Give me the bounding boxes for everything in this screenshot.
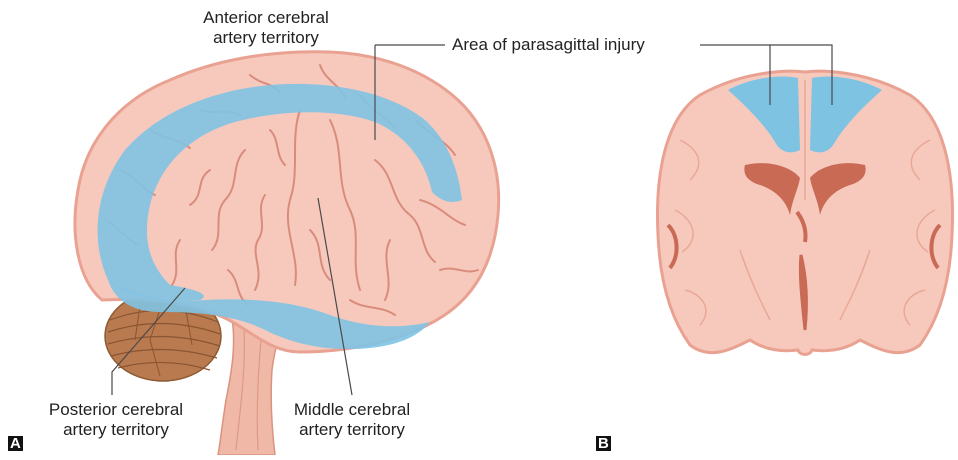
panel-b-label: B	[596, 436, 611, 451]
anterior-label-line2: artery territory	[196, 28, 336, 48]
anterior-label: Anterior cerebral artery territory	[196, 8, 336, 48]
coronal-section-view	[657, 71, 952, 354]
lateral-brain-view	[75, 52, 499, 455]
parasagittal-label: Area of parasagittal injury	[452, 35, 645, 55]
anterior-label-line1: Anterior cerebral	[196, 8, 336, 28]
middle-label: Middle cerebral artery territory	[272, 400, 432, 440]
posterior-label-line2: artery territory	[28, 420, 204, 440]
middle-label-line1: Middle cerebral	[272, 400, 432, 420]
posterior-label: Posterior cerebral artery territory	[28, 400, 204, 440]
middle-label-line2: artery territory	[272, 420, 432, 440]
posterior-label-line1: Posterior cerebral	[28, 400, 204, 420]
panel-a-label: A	[8, 436, 23, 451]
